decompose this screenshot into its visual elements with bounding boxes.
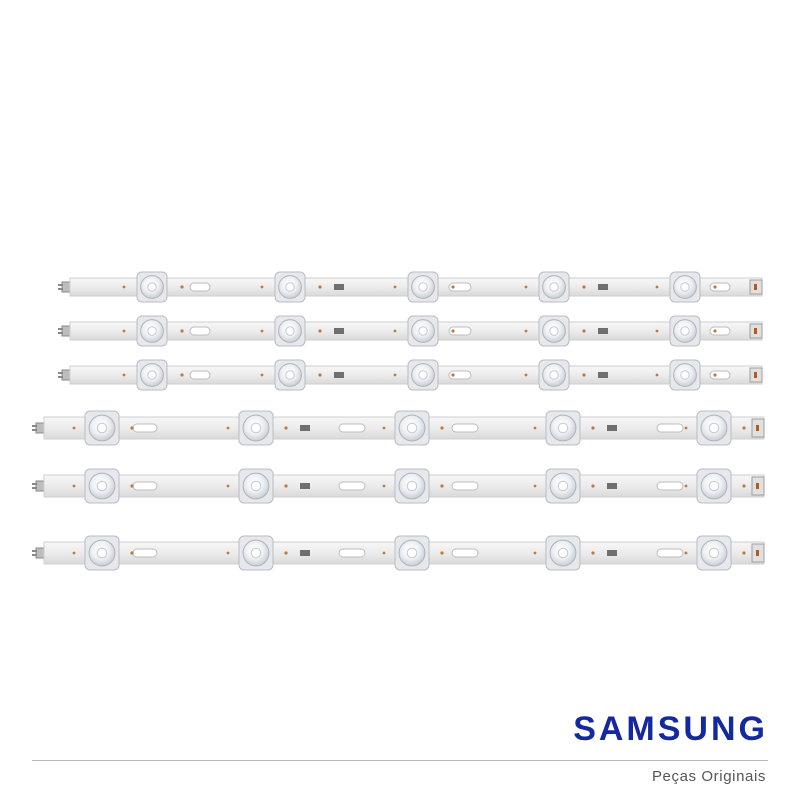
led-strip xyxy=(58,315,763,347)
led-strip xyxy=(58,271,763,303)
led-lens xyxy=(669,271,701,303)
led-lens xyxy=(394,410,430,446)
led-lens xyxy=(545,468,581,504)
led-strip xyxy=(58,359,763,391)
led-lens xyxy=(407,359,439,391)
led-lens xyxy=(238,410,274,446)
led-lens xyxy=(407,271,439,303)
led-lens xyxy=(84,535,120,571)
led-lens xyxy=(696,535,732,571)
led-strip xyxy=(32,410,765,446)
led-lens xyxy=(407,315,439,347)
led-lens xyxy=(669,359,701,391)
led-lens xyxy=(274,315,306,347)
tagline: Peças Originais xyxy=(651,768,766,785)
led-lens xyxy=(545,535,581,571)
led-lens xyxy=(238,468,274,504)
led-lens xyxy=(136,315,168,347)
led-lens xyxy=(394,535,430,571)
led-strip xyxy=(32,535,765,571)
led-lens xyxy=(136,271,168,303)
led-lens xyxy=(136,359,168,391)
led-backlight-strips-photo xyxy=(32,271,765,571)
led-lens xyxy=(274,271,306,303)
led-lens xyxy=(238,535,274,571)
led-lens xyxy=(669,315,701,347)
led-lens xyxy=(84,410,120,446)
led-lens xyxy=(696,410,732,446)
led-lens xyxy=(84,468,120,504)
samsung-logo: SAMSUNG xyxy=(573,710,768,748)
led-lens xyxy=(538,315,570,347)
led-lens xyxy=(696,468,732,504)
led-lens xyxy=(545,410,581,446)
divider-line xyxy=(32,760,768,761)
led-lens xyxy=(538,359,570,391)
led-lens xyxy=(274,359,306,391)
led-lens xyxy=(538,271,570,303)
led-lens xyxy=(394,468,430,504)
led-strip xyxy=(32,468,765,504)
